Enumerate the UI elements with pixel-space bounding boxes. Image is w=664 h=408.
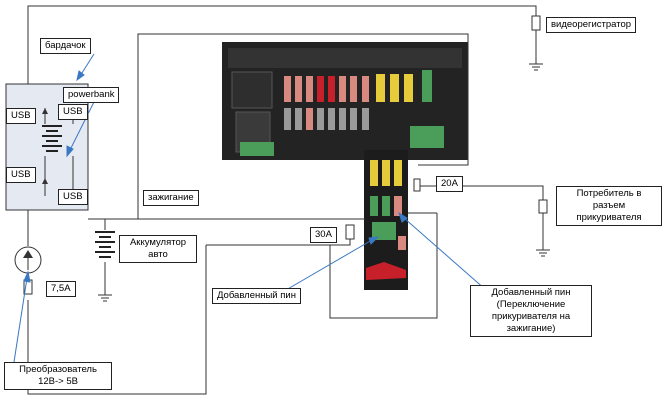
fuse-green (422, 70, 432, 102)
red-wire (366, 262, 406, 280)
fuse-slot (339, 108, 346, 130)
converter-label: Преобразователь 12В-> 5В (4, 362, 112, 390)
added-pin-label: Добавленный пин (212, 288, 301, 304)
powerbank-label: powerbank (63, 87, 120, 103)
fuse-box-photo (222, 42, 468, 290)
fuse-box-upper-housing (228, 48, 462, 68)
fuse-30a-icon (345, 224, 355, 240)
powerbank-battery-icon (42, 125, 62, 152)
fuse-yellow (404, 74, 413, 102)
fuse-green (370, 196, 378, 216)
wires (27, 5, 544, 395)
fuse-pink (306, 108, 313, 130)
wire-converter-bottom (27, 245, 207, 395)
dashcam-label: видеорегистратор (546, 17, 637, 33)
ground-icon (536, 249, 550, 257)
fuse-red (328, 76, 335, 102)
fuse-yellow (370, 160, 378, 186)
fuse-slot (350, 108, 357, 130)
fuse-slot (284, 108, 291, 130)
wire-ignition-loop (137, 33, 469, 219)
battery-icon (95, 231, 115, 258)
usb-output-bottom: USB (58, 189, 88, 205)
fuse-green-maxi (410, 126, 444, 148)
added-fuse (372, 222, 396, 240)
usb-output-top: USB (58, 104, 88, 120)
fuse-pink (398, 236, 406, 250)
fuse-pink (306, 76, 313, 102)
arrow-up-icon (42, 108, 48, 114)
fuse-pink (350, 76, 357, 102)
usb-input-bottom: USB (6, 167, 36, 183)
wire-lower-box (329, 213, 438, 319)
fuse-yellow (382, 160, 390, 186)
fuse-30a-label: 30A (310, 227, 337, 243)
fuse-slot (362, 108, 369, 130)
relay-socket (231, 71, 273, 109)
glovebox-label: бардачок (40, 38, 91, 54)
ground-icon (529, 63, 543, 71)
converter-icon (14, 246, 42, 274)
fuse-green (382, 196, 390, 216)
fuse-pink (284, 76, 291, 102)
fuse-pink (295, 76, 302, 102)
pointer-arrows (13, 53, 487, 363)
fuse-7-5a-label: 7,5A (46, 281, 76, 297)
fuse-slot (328, 108, 335, 130)
fuse-20a-label: 20A (436, 176, 463, 192)
usb-input-top: USB (6, 108, 36, 124)
consumer-load-icon (538, 199, 548, 214)
usb-wires (44, 108, 74, 196)
arrow-up-icon (42, 178, 48, 184)
fuse-yellow (390, 74, 399, 102)
fuse-green-maxi (240, 142, 274, 156)
fuse-slot (317, 108, 324, 130)
wire-dashcam-top (27, 5, 537, 84)
consumer-label: Потребитель в разъем прикуривателя (556, 186, 662, 226)
battery-label: Аккумулятор авто (119, 235, 197, 263)
fuse-pink (394, 196, 402, 216)
added-pin-switch-label: Добавленный пин (Переключение прикуриват… (470, 285, 592, 337)
fuse-pink (362, 76, 369, 102)
fuse-yellow (376, 74, 385, 102)
fuse-yellow (394, 160, 402, 186)
ignition-label: зажигание (143, 190, 199, 206)
fuse-red (317, 76, 324, 102)
dashcam-load-icon (531, 15, 541, 31)
fuse-slot (295, 108, 302, 130)
ground-symbols (98, 63, 550, 302)
fuse-pink (339, 76, 346, 102)
ground-icon (98, 294, 112, 302)
fuse-20a-icon (413, 178, 421, 192)
